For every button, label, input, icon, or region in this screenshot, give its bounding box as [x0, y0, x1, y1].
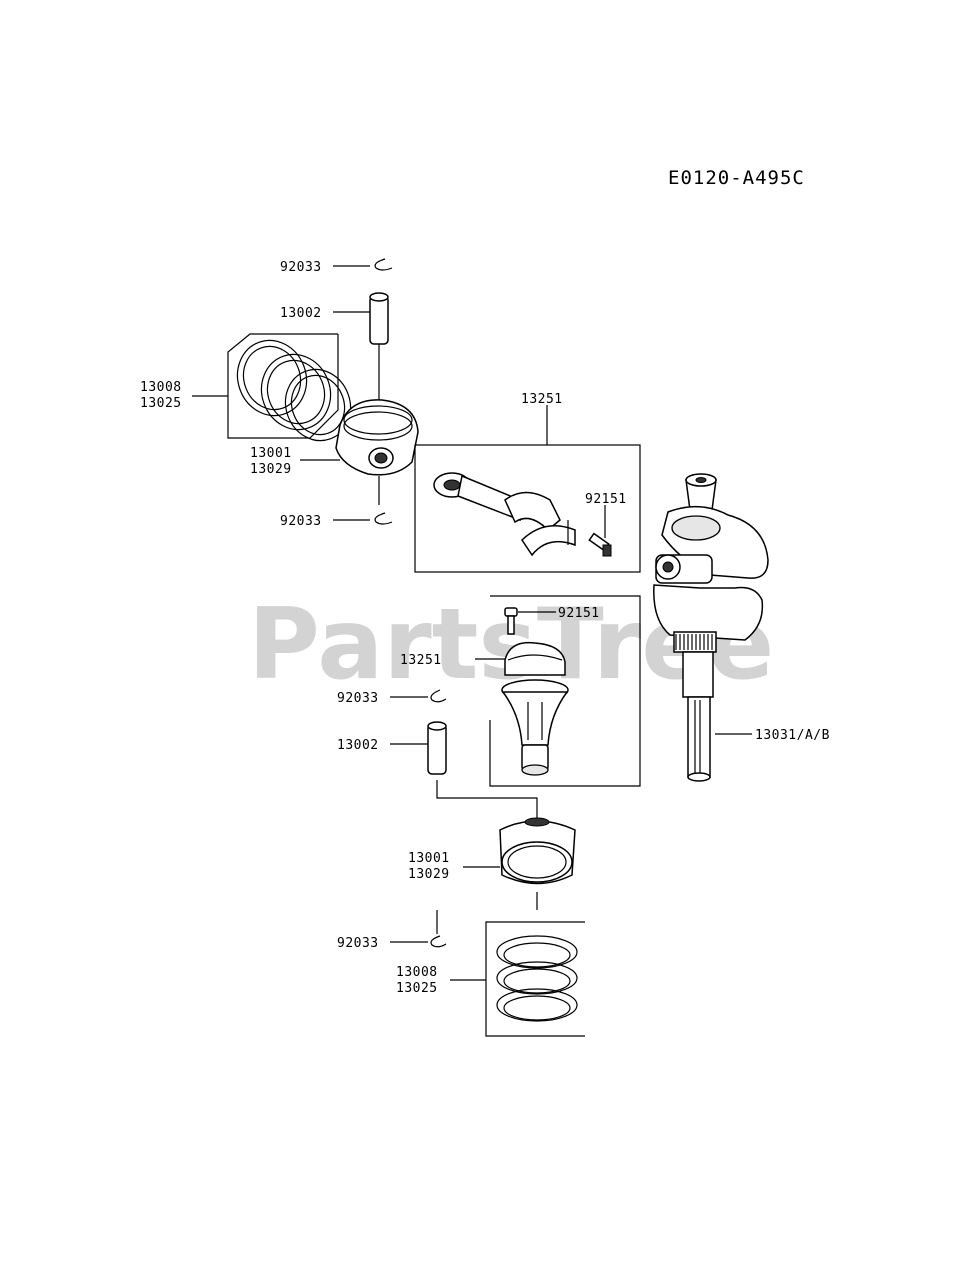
ring-clip-mid-part[interactable] — [333, 512, 393, 525]
label-piston-pin-bottom[interactable]: 13002 — [337, 738, 379, 753]
label-ring-set-bottom-b[interactable]: 13025 — [396, 981, 438, 996]
label-con-rod-bottom[interactable]: 13251 — [400, 653, 442, 668]
con-rod-bottom-part[interactable] — [475, 595, 641, 787]
label-ring-clip-top[interactable]: 92033 — [280, 260, 322, 275]
label-ring-set-bottom-a[interactable]: 13008 — [396, 965, 438, 980]
label-piston-top-a[interactable]: 13001 — [250, 446, 292, 461]
ring-clip-bottom-part[interactable] — [390, 910, 447, 948]
crankshaft-part[interactable] — [653, 473, 769, 782]
label-ring-clip-bottom[interactable]: 92033 — [337, 936, 379, 951]
piston-top-part[interactable] — [300, 399, 419, 505]
label-ring-set-top-a[interactable]: 13008 — [140, 380, 182, 395]
label-piston-top-b[interactable]: 13029 — [250, 462, 292, 477]
label-ring-set-top-b[interactable]: 13025 — [140, 396, 182, 411]
ring-clip-lower-part[interactable] — [390, 689, 447, 703]
label-rod-bolt-bottom[interactable]: 92151 — [558, 606, 600, 621]
label-piston-bottom-b[interactable]: 13029 — [408, 867, 450, 882]
label-con-rod-top[interactable]: 13251 — [521, 392, 563, 407]
piston-pin-bottom-part[interactable] — [390, 721, 538, 818]
piston-pin-top-part[interactable] — [333, 292, 389, 410]
ring-set-top-part[interactable] — [192, 331, 360, 450]
piston-bottom-part[interactable] — [463, 817, 576, 910]
label-piston-pin-top[interactable]: 13002 — [280, 306, 322, 321]
label-crankshaft[interactable]: 13031/A/B — [755, 728, 830, 743]
ring-clip-top-part[interactable] — [333, 258, 393, 271]
label-piston-bottom-a[interactable]: 13001 — [408, 851, 450, 866]
label-ring-clip-lower[interactable]: 92033 — [337, 691, 379, 706]
label-rod-bolt-top[interactable]: 92151 — [585, 492, 627, 507]
label-ring-clip-mid[interactable]: 92033 — [280, 514, 322, 529]
diagram-code: E0120-A495C — [668, 167, 805, 189]
con-rod-top-part[interactable] — [414, 405, 641, 573]
ring-set-bottom-part[interactable] — [450, 921, 585, 1037]
